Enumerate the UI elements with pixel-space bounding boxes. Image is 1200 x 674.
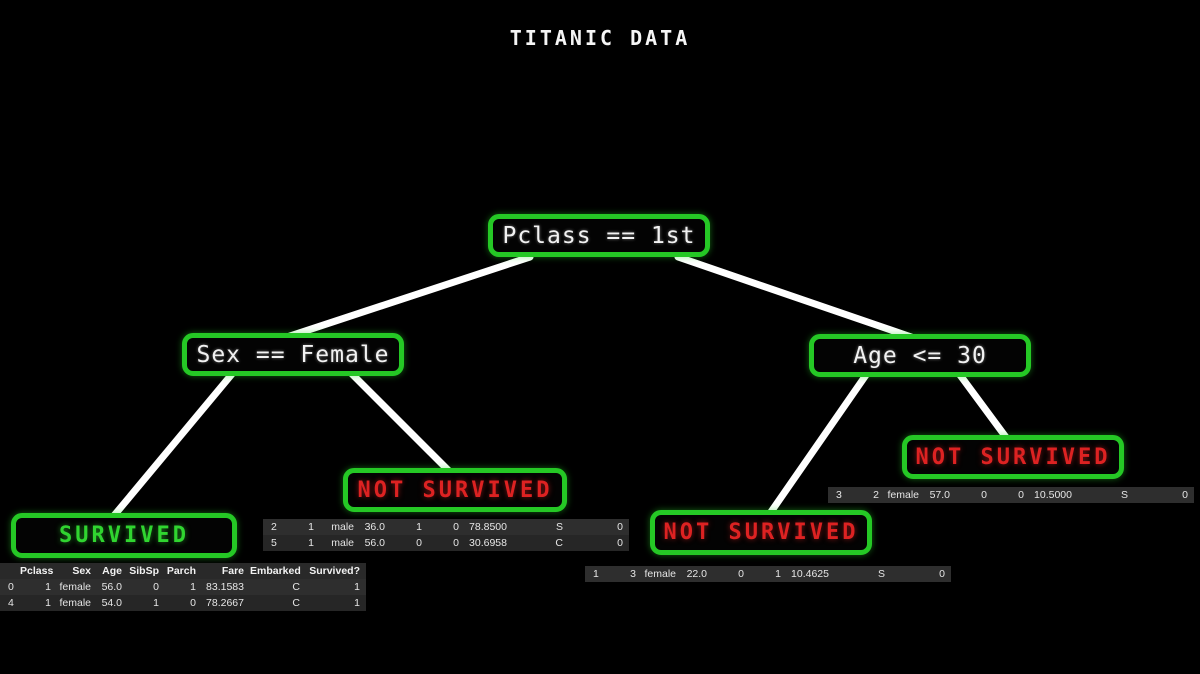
table-cell: C	[250, 579, 306, 595]
table-cell: 0	[0, 579, 20, 595]
table-cell: 1	[750, 566, 787, 582]
table-cell: 1	[585, 566, 605, 582]
table-cell: female	[57, 579, 97, 595]
table-cell: 1	[20, 595, 57, 611]
table-cell: 0	[165, 595, 202, 611]
table-cell: 78.2667	[202, 595, 250, 611]
edge-root-to-sex	[274, 253, 534, 344]
table-cell: 0	[128, 579, 165, 595]
tree-node-root-pclass: Pclass == 1st	[488, 214, 710, 257]
edge-sex-to-notsurvived	[348, 370, 456, 478]
table-cell: 1	[391, 519, 428, 535]
table-cell: 0	[428, 535, 465, 551]
table-cell: 78.8500	[465, 519, 513, 535]
table-cell: 1	[20, 579, 57, 595]
table-cell: 0	[993, 487, 1030, 503]
table-cell: 10.4625	[787, 566, 835, 582]
table-cell: 0	[428, 519, 465, 535]
slide-title: TITANIC DATA	[509, 26, 691, 50]
table-header-cell: Age	[97, 563, 128, 579]
table-cell: 0	[569, 535, 629, 551]
table-cell: 30.6958	[465, 535, 513, 551]
table-cell: 83.1583	[202, 579, 250, 595]
table-cell: female	[57, 595, 97, 611]
table-cell: C	[250, 595, 306, 611]
table-cell: 2	[263, 519, 283, 535]
table-header-cell: Parch	[165, 563, 202, 579]
tree-leaf-not-survived-high: NOT SURVIVED	[902, 435, 1124, 479]
leaf-label: NOT SURVIVED	[915, 444, 1111, 470]
table-cell: 0	[391, 535, 428, 551]
table-cell: 10.5000	[1030, 487, 1078, 503]
tree-node-age: Age <= 30	[809, 334, 1031, 377]
table-cell: 1	[165, 579, 202, 595]
table-header-cell	[0, 563, 20, 579]
leaf-label: NOT SURVIVED	[663, 520, 859, 545]
table-cell: 1	[306, 579, 366, 595]
node-label: Pclass == 1st	[502, 222, 696, 249]
table-cell: S	[1078, 487, 1134, 503]
table-cell: 2	[848, 487, 885, 503]
table-cell: 3	[828, 487, 848, 503]
table-header-cell: Fare	[202, 563, 250, 579]
table-cell: S	[835, 566, 891, 582]
edge-root-to-age	[674, 253, 924, 344]
table-header-cell: Survived?	[306, 563, 366, 579]
table-cell: female	[885, 487, 925, 503]
tree-leaf-not-survived-low: NOT SURVIVED	[650, 510, 872, 555]
table-cell: 36.0	[360, 519, 391, 535]
table-cell: 56.0	[360, 535, 391, 551]
node-label: Sex == Female	[196, 341, 390, 368]
table-header-cell: Embarked	[250, 563, 306, 579]
table-cell: 54.0	[97, 595, 128, 611]
table-cell: male	[320, 535, 360, 551]
table-cell: 1	[283, 535, 320, 551]
table-cell: 5	[263, 535, 283, 551]
table-cell: 1	[128, 595, 165, 611]
leaf-label: NOT SURVIVED	[357, 477, 553, 503]
table-cell: 57.0	[925, 487, 956, 503]
table-cell: S	[513, 519, 569, 535]
table-cell: 56.0	[97, 579, 128, 595]
edge-age-to-notsurvived-left	[760, 371, 870, 526]
table-header-cell: Pclass	[20, 563, 57, 579]
table-cell: 22.0	[682, 566, 713, 582]
edge-age-to-notsurvived-right	[956, 371, 1012, 444]
table-header-cell: SibSp	[128, 563, 165, 579]
table-header-cell: Sex	[57, 563, 97, 579]
node-label: Age <= 30	[853, 342, 987, 369]
table-cell: 0	[713, 566, 750, 582]
tree-node-sex: Sex == Female	[182, 333, 404, 376]
table-cell: 3	[605, 566, 642, 582]
table-cell: 4	[0, 595, 20, 611]
table-cell: 1	[306, 595, 366, 611]
table-cell: female	[642, 566, 682, 582]
edge-sex-to-survived	[108, 370, 236, 522]
table-cell: C	[513, 535, 569, 551]
table-cell: 0	[891, 566, 951, 582]
tree-leaf-survived: SURVIVED	[11, 513, 237, 558]
table-cell: 0	[569, 519, 629, 535]
tree-leaf-not-survived-mid: NOT SURVIVED	[343, 468, 567, 512]
table-cell: male	[320, 519, 360, 535]
table-cell: 0	[956, 487, 993, 503]
leaf-label: SURVIVED	[59, 523, 189, 548]
table-cell: 1	[283, 519, 320, 535]
table-cell: 0	[1134, 487, 1194, 503]
